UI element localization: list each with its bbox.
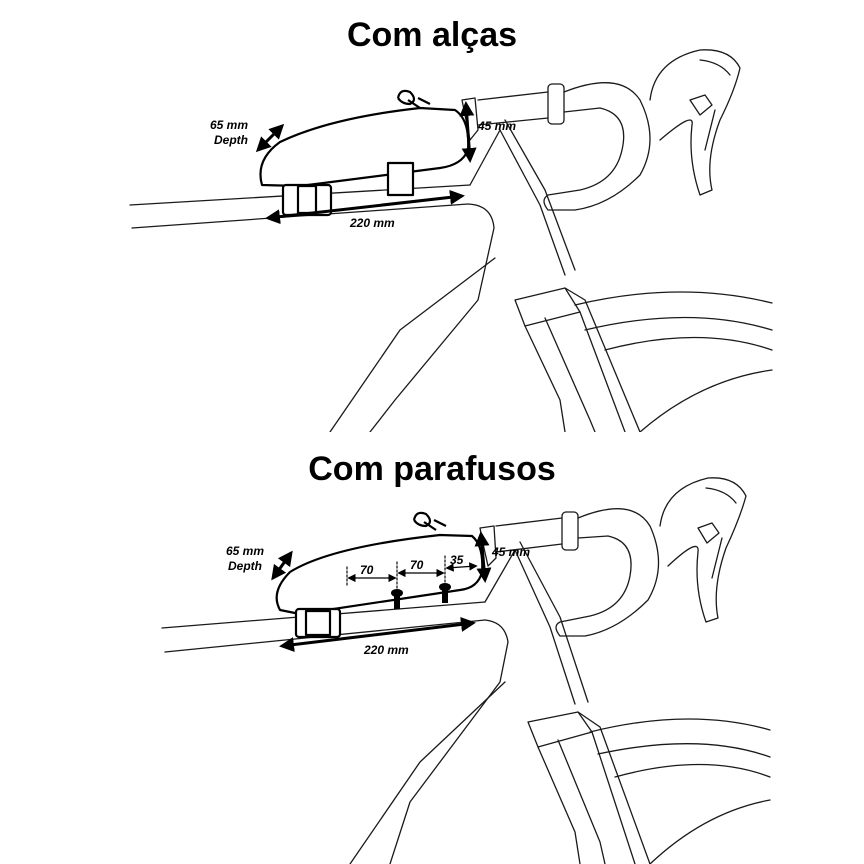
length-label: 220 mm [349,216,395,230]
length-label: 220 mm [363,643,409,657]
spacing-label-1: 70 [360,563,374,577]
front-wheel [589,718,771,864]
strap-band [386,161,415,197]
depth-arrow [255,123,285,153]
depth-word-label: Depth [228,559,262,573]
depth-value-label: 65 mm [226,544,264,558]
height-arrow [474,531,492,583]
top-tube-bag [259,89,470,217]
panel-title: Com parafusos [308,450,556,488]
height-label: 45 mm [491,545,530,559]
stem-handlebar [479,477,747,637]
dimension-arrows [255,101,477,225]
stem-handlebar [461,49,741,211]
bolts-panel: Com parafusos [0,432,864,864]
bolt-spacing-dimensions [346,555,478,591]
spacing-arrow [445,562,478,572]
depth-word-label: Depth [214,133,248,147]
bike-diagram-straps: 65 mm Depth 45 mm 220 mm [129,49,773,432]
mounting-bolts [391,583,451,609]
strap-buckle-inner [304,609,332,637]
spacing-label-3: 35 [450,553,464,567]
bolt-icon [439,583,451,603]
spacing-label-2: 70 [410,558,424,572]
panel-title: Com alças [346,16,518,54]
length-arrow [279,616,476,653]
depth-arrow [271,550,293,581]
strap-buckle-inner [296,184,318,215]
length-arrow [265,189,465,225]
dimension-arrows [271,531,492,653]
bolt-icon [391,589,403,609]
bike-diagram-bolts: 65 mm Depth 45 mm 220 mm 70 70 35 [161,477,771,864]
depth-value-label: 65 mm [210,118,248,132]
height-arrow [459,101,477,163]
height-label: 45 mm [477,119,516,133]
front-wheel [574,291,773,432]
straps-panel: Com alças [129,16,773,432]
top-tube-bag [275,511,484,639]
